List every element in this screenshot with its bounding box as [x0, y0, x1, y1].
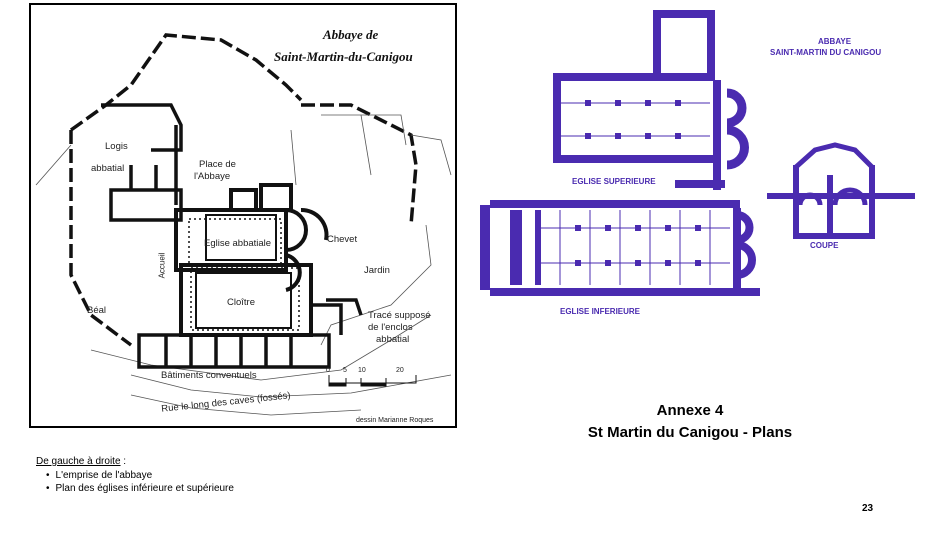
- scale-10: 10: [358, 367, 366, 374]
- caption-heading-row: De gauche à droite :: [36, 456, 234, 467]
- right-title-line2: SAINT-MARTIN DU CANIGOU: [770, 48, 882, 57]
- label-cloitre: Cloître: [227, 297, 255, 308]
- label-eglise: Eglise abbatiale: [204, 238, 272, 249]
- label-credit: dessin Marianne Roques: [356, 417, 434, 424]
- caption: De gauche à droite : L'emprise de l'abba…: [36, 456, 234, 495]
- label-accueil: Accueil: [157, 252, 167, 279]
- plan-title-line1: Abbaye de: [323, 27, 379, 42]
- caption-item: Plan des églises inférieure et supérieur…: [46, 482, 234, 495]
- annexe-title: St Martin du Canigou - Plans: [587, 424, 793, 441]
- label-trace-2: de l'enclos: [368, 322, 413, 333]
- label-batiments: Bâtiments conventuels: [161, 370, 257, 381]
- scale-5: 5: [343, 367, 347, 374]
- caption-item: L'emprise de l'abbaye: [46, 469, 234, 482]
- label-trace-1: Tracé supposé: [368, 310, 431, 321]
- page-number: 23: [862, 503, 874, 514]
- caption-heading-suffix: :: [120, 456, 127, 467]
- label-chevet: Chevet: [327, 234, 358, 245]
- caption-list: L'emprise de l'abbaye Plan des églises i…: [36, 469, 234, 495]
- right-title-line1: ABBAYE: [818, 37, 852, 46]
- site-plan-drawing: [35, 33, 452, 416]
- label-abbatial: abbatial: [91, 163, 125, 174]
- caption-heading: De gauche à droite: [36, 456, 121, 467]
- abbey-site-plan: Abbaye de Saint-Martin-du-Canigou Logis …: [29, 3, 457, 428]
- label-beal: Béal: [87, 305, 107, 316]
- label-place: Place de: [199, 159, 236, 170]
- church-plans-drawing: [480, 10, 915, 296]
- label-place-2: l'Abbaye: [194, 171, 231, 182]
- scale-0: 0: [326, 367, 330, 374]
- label-section: COUPE: [810, 241, 839, 250]
- label-upper-church: EGLISE SUPERIEURE: [572, 177, 656, 186]
- annexe-number: Annexe 4: [656, 402, 724, 419]
- label-jardin: Jardin: [364, 265, 390, 276]
- label-lower-church: EGLISE INFERIEURE: [560, 307, 641, 316]
- label-trace-3: abbatial: [376, 334, 410, 345]
- label-logis: Logis: [105, 141, 128, 152]
- scale-20: 20: [396, 367, 404, 374]
- plan-title-line2: Saint-Martin-du-Canigou: [274, 49, 413, 64]
